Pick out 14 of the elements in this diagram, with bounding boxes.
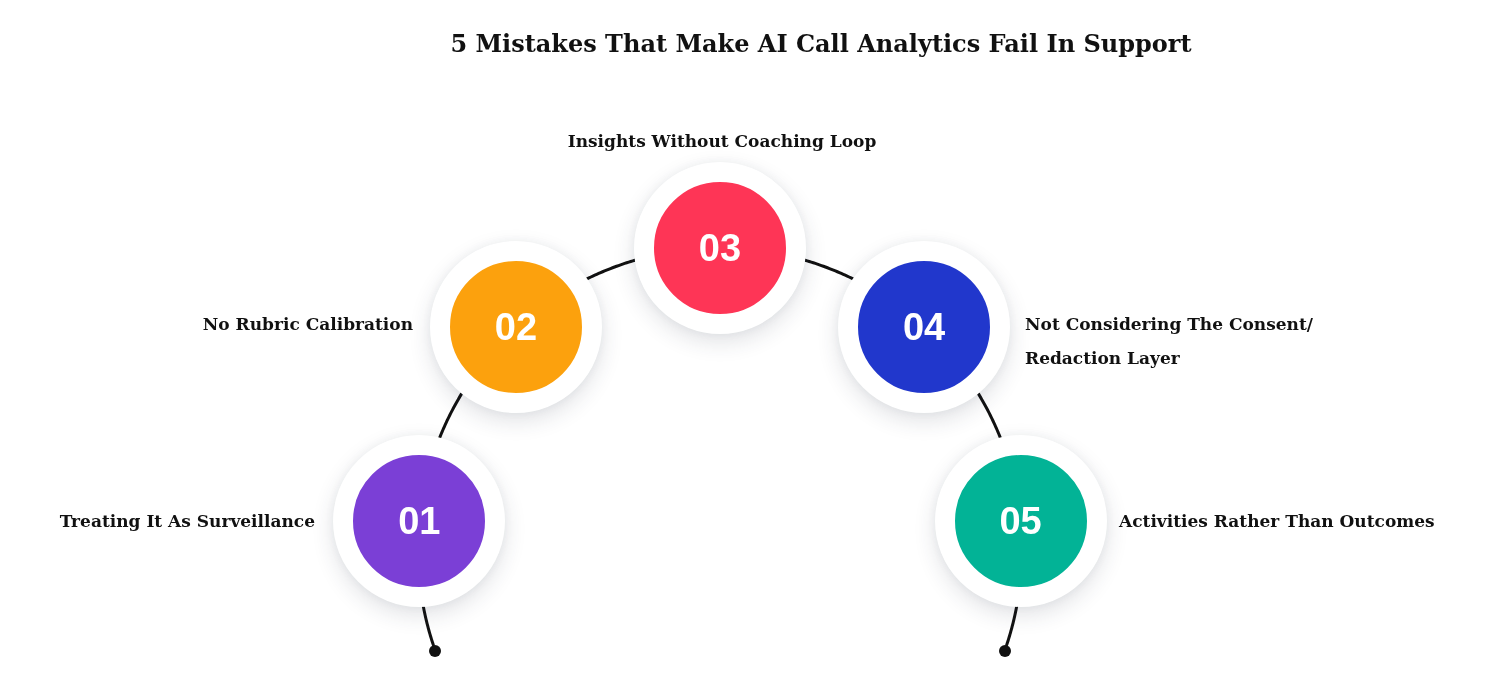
connector-line: [421, 605, 435, 647]
connector-line: [585, 258, 637, 281]
connector-line: [438, 392, 463, 439]
title: 5 Mistakes That Make AI Call Analytics Fail In Support: [450, 28, 1192, 60]
connector-line: [803, 258, 855, 281]
step-label: Not Considering The Consent/ Redaction Layer: [1025, 313, 1314, 370]
end-dot: [429, 644, 442, 657]
connector-line: [977, 392, 1002, 439]
step-label: Treating It As Surveillance: [59, 510, 315, 533]
step-label: Insights Without Coaching Loop: [567, 130, 877, 153]
step-label: No Rubric Calibration: [202, 313, 413, 336]
step-label: Activities Rather Than Outcomes: [1119, 510, 1435, 533]
end-dot: [998, 644, 1011, 657]
connector-line: [1005, 605, 1019, 647]
